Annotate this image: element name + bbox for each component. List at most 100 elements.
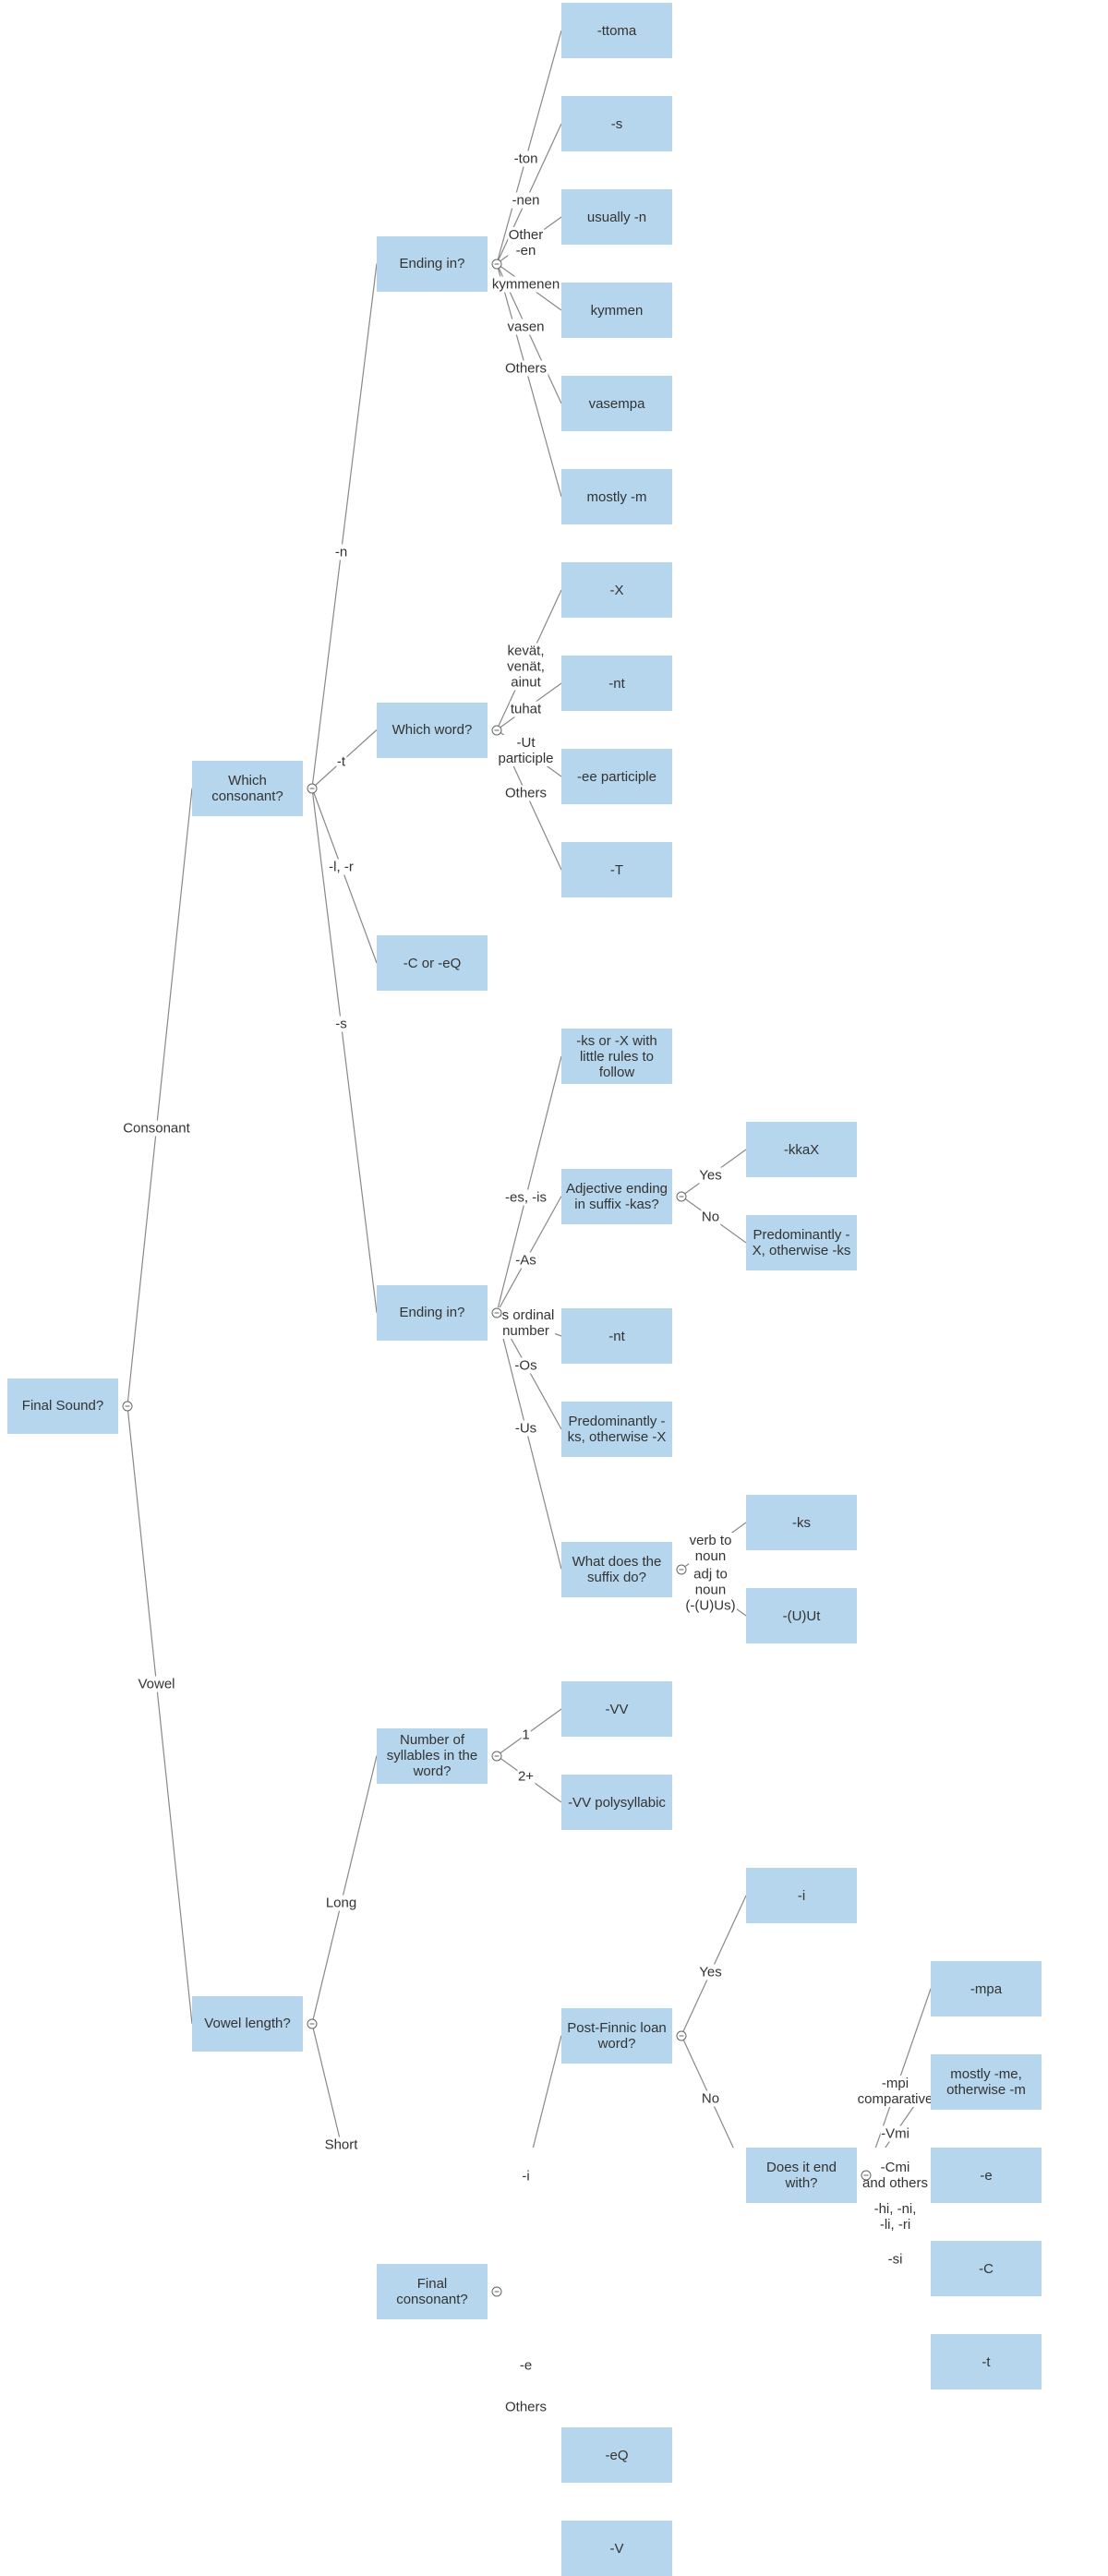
collapse-toggle-icon[interactable] [307, 2018, 318, 2029]
edge-label-kev-t-ven-t-ainut: kevät, venät, ainut [506, 643, 546, 691]
collapse-toggle-icon[interactable] [676, 1191, 687, 1201]
edge-label-verb-to-noun: verb to noun [688, 1532, 733, 1564]
tree-edges [126, 30, 932, 2148]
edge-line [311, 2023, 343, 2148]
question-node-ending-in[interactable]: Ending in? [377, 1284, 488, 1341]
edge-label-n: -n [333, 544, 349, 560]
question-node-number-of-syllables-in-the-word[interactable]: Number of syllables in the word? [377, 1727, 488, 1784]
edge-label-vowel: Vowel [137, 1676, 176, 1692]
question-node-vowel-length[interactable]: Vowel length? [192, 1995, 303, 2052]
question-node-what-does-the-suffix-do[interactable]: What does the suffix do? [561, 1541, 672, 1597]
result-node-predominantly-x-otherwise-ks[interactable]: Predominantly -X, otherwise -ks [746, 1215, 857, 1270]
result-node-ttoma[interactable]: -ttoma [561, 3, 672, 58]
result-node-vasempa[interactable]: vasempa [561, 376, 672, 431]
edge-line [311, 788, 378, 964]
edge-label-tuhat: tuhat [509, 701, 543, 717]
result-node-i[interactable]: -i [746, 1868, 857, 1923]
edge-label-others: Others [503, 360, 548, 377]
result-node-ks[interactable]: -ks [746, 1495, 857, 1550]
result-node-t[interactable]: -T [561, 842, 672, 897]
question-node-final-consonant[interactable]: Final consonant? [377, 2264, 488, 2320]
result-node-kymmen[interactable]: kymmen [561, 283, 672, 338]
collapse-toggle-icon[interactable] [122, 1401, 133, 1412]
result-node-c[interactable]: -C [931, 2241, 1042, 2296]
edge-label-nen: -nen [511, 192, 541, 209]
result-node-nt[interactable]: -nt [561, 656, 672, 711]
edge-label-no: No [700, 1209, 721, 1225]
question-node-which-word[interactable]: Which word? [377, 702, 488, 758]
collapse-toggle-icon[interactable] [861, 2170, 872, 2181]
result-node-t[interactable]: -t [931, 2334, 1042, 2389]
edge-label-kymmenen: kymmenen [490, 276, 561, 293]
collapse-toggle-icon[interactable] [491, 725, 502, 735]
result-node-mostly-m[interactable]: mostly -m [561, 469, 672, 524]
result-node-mostly-me-otherwise-m[interactable]: mostly -me, otherwise -m [931, 2054, 1042, 2110]
edge-label-long: Long [324, 1895, 358, 1911]
edge-line [496, 1312, 562, 1570]
edge-label-t: -t [335, 753, 347, 770]
edge-label-e: -e [518, 2357, 534, 2374]
edge-line [496, 1055, 562, 1313]
edge-label-1: 1 [521, 1727, 531, 1743]
result-node-u-ut[interactable]: -(U)Ut [746, 1588, 857, 1643]
edge-label-other-en: Other -en [507, 226, 545, 259]
edge-label-s-ordinal-number: -s ordinal number [496, 1307, 556, 1340]
edge-line [874, 1988, 932, 2148]
result-node-vv-polysyllabic[interactable]: -VV polysyllabic [561, 1775, 672, 1830]
edge-line [126, 788, 193, 1406]
collapse-toggle-icon[interactable] [676, 1564, 687, 1574]
edge-label-ton: -ton [512, 150, 539, 167]
edge-label-as: -As [514, 1252, 537, 1269]
result-node-v[interactable]: -V [561, 2521, 672, 2576]
question-node-post-finnic-loan-word[interactable]: Post-Finnic loan word? [561, 2007, 672, 2064]
edge-label-hi-ni-li-ri: -hi, -ni, -li, -ri [873, 2201, 918, 2233]
edge-line [311, 263, 378, 788]
collapse-toggle-icon[interactable] [491, 1307, 502, 1318]
edge-label-i: -i [521, 2168, 531, 2185]
question-node-does-it-end-with[interactable]: Does it end with? [746, 2148, 857, 2203]
edge-line [496, 30, 562, 264]
edge-label-ut-participle: -Ut participle [497, 735, 555, 767]
edge-label-yes: Yes [698, 1167, 723, 1184]
edge-label-si: -si [886, 2251, 904, 2268]
result-node-nt[interactable]: -nt [561, 1308, 672, 1364]
result-node-eq[interactable]: -eQ [561, 2427, 672, 2483]
edge-label-cmi-and-others: -Cmi and others [861, 2160, 929, 2191]
edge-label-s: -s [334, 1016, 348, 1032]
result-node-ks-or-x-with-little-rules-to-follow[interactable]: -ks or -X with little rules to follow [561, 1029, 672, 1084]
result-node-e[interactable]: -e [931, 2148, 1042, 2203]
result-node-vv[interactable]: -VV [561, 1681, 672, 1737]
edge-line [311, 1755, 378, 2025]
edge-label-others: Others [503, 785, 548, 801]
question-node-final-sound[interactable]: Final Sound? [7, 1378, 118, 1434]
result-node-usually-n[interactable]: usually -n [561, 189, 672, 245]
edge-label-os: -Os [513, 1357, 538, 1374]
collapse-toggle-icon[interactable] [491, 2286, 502, 2297]
collapse-toggle-icon[interactable] [491, 1751, 502, 1761]
edge-label-no: No [700, 2090, 721, 2107]
edge-label-vmi: -Vmi [880, 2125, 910, 2142]
edge-label-us: -Us [513, 1420, 538, 1437]
edge-label-l-r: -l, -r [328, 859, 355, 875]
result-node-kkax[interactable]: -kkaX [746, 1122, 857, 1177]
question-node-which-consonant[interactable]: Which consonant? [192, 760, 303, 816]
result-node-predominantly-ks-otherwise-x[interactable]: Predominantly -ks, otherwise -X [561, 1402, 672, 1457]
result-node-ee-participle[interactable]: -ee participle [561, 749, 672, 804]
result-node-c-or-eq[interactable]: -C or -eQ [377, 935, 488, 991]
question-node-ending-in[interactable]: Ending in? [377, 235, 488, 292]
edge-label-mpi-comparative: -mpi comparative [856, 2076, 934, 2108]
edge-label-consonant: Consonant [122, 1120, 191, 1137]
collapse-toggle-icon[interactable] [676, 2030, 687, 2040]
edge-label-others: Others [503, 2399, 548, 2415]
edge-label-es-is: -es, -is [504, 1189, 548, 1206]
result-node-mpa[interactable]: -mpa [931, 1961, 1042, 2016]
edge-line [496, 263, 562, 498]
question-node-adjective-ending-in-suffix-kas[interactable]: Adjective ending in suffix -kas? [561, 1168, 672, 1224]
collapse-toggle-icon[interactable] [307, 783, 318, 794]
result-node-x[interactable]: -X [561, 562, 672, 618]
collapse-toggle-icon[interactable] [491, 259, 502, 269]
edge-label-vasen: vasen [506, 319, 546, 335]
result-node-s[interactable]: -s [561, 96, 672, 151]
edge-label-adj-to-noun-u-us: adj to noun (-(U)Us) [684, 1566, 737, 1614]
